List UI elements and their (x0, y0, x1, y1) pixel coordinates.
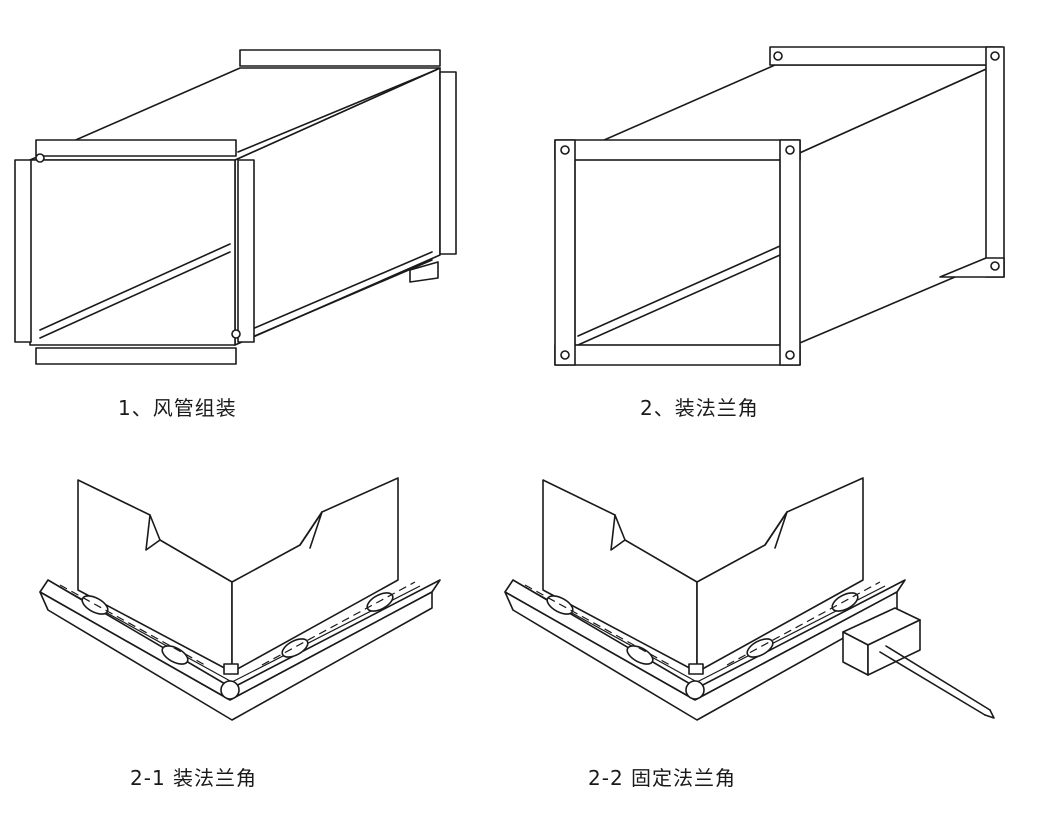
corner-rivet (223, 663, 239, 675)
hammer-head-side (867, 619, 921, 676)
back-flange-top (769, 46, 1003, 66)
duct-wall-right (696, 477, 864, 673)
break-mark-left (610, 514, 626, 551)
caption-corner-detail-2: 2-2 固定法兰角 (588, 766, 737, 790)
flange-bar-lower-back (409, 261, 439, 283)
duct-wall-right (231, 477, 399, 673)
rivet-line (524, 581, 881, 666)
back-flange-bottom (939, 257, 1005, 278)
bolt-hole (785, 350, 795, 360)
break-mark-right (299, 511, 323, 549)
bolt-hole (785, 145, 795, 155)
figure-corner-detail-2 (504, 477, 995, 721)
duct-seam-front (577, 245, 781, 346)
slot-left-2 (626, 645, 654, 665)
duct-seam-front (39, 243, 231, 339)
bolt-hole (990, 261, 1000, 271)
flange-bar-bottom (35, 347, 237, 365)
corner-rivet (688, 663, 704, 675)
slot-left-2 (161, 645, 189, 665)
corner-rivet (35, 153, 45, 163)
hammer-handle-tip (984, 709, 995, 719)
figure-flange-mounted (554, 46, 1005, 366)
caption-corner-detail-1: 2-1 装法兰角 (130, 766, 258, 790)
slot-right-2 (366, 592, 394, 612)
corner-bolt-hole (685, 680, 705, 700)
front-flange-left (554, 139, 576, 366)
break-mark-left (145, 514, 161, 551)
flange-bar-left (14, 159, 32, 343)
corner-rivet (231, 329, 241, 339)
front-flange-bottom (554, 344, 801, 366)
figure-duct-assembly (14, 49, 457, 365)
figure-corner-detail-1 (39, 477, 441, 721)
flange-bar-top-front (35, 139, 237, 157)
duct-top-edge (237, 69, 437, 153)
back-flange-right (985, 46, 1005, 278)
bolt-hole (990, 51, 1000, 61)
duct-front-face (29, 159, 236, 346)
corner-bolt-hole (220, 680, 240, 700)
rivet-line (59, 581, 416, 666)
duct-seam-side (249, 251, 433, 339)
angle-flange-lip (39, 591, 433, 721)
break-mark-right (764, 511, 788, 549)
bolt-hole (773, 51, 783, 61)
front-flange-top (554, 139, 801, 161)
hammer-handle (879, 645, 991, 716)
front-flange-right (779, 139, 801, 366)
bolt-hole (560, 145, 570, 155)
slot-right-2 (831, 592, 859, 612)
flange-bar-right-back (439, 71, 457, 255)
caption-duct-assembly: 1、风管组装 (118, 396, 237, 420)
flange-bar-middle (237, 159, 255, 343)
bolt-hole (560, 350, 570, 360)
flange-bar-top-back (239, 49, 441, 67)
front-opening (574, 159, 781, 346)
angle-flange-lip (504, 591, 898, 721)
caption-flange-mounting: 2、装法兰角 (640, 396, 759, 420)
